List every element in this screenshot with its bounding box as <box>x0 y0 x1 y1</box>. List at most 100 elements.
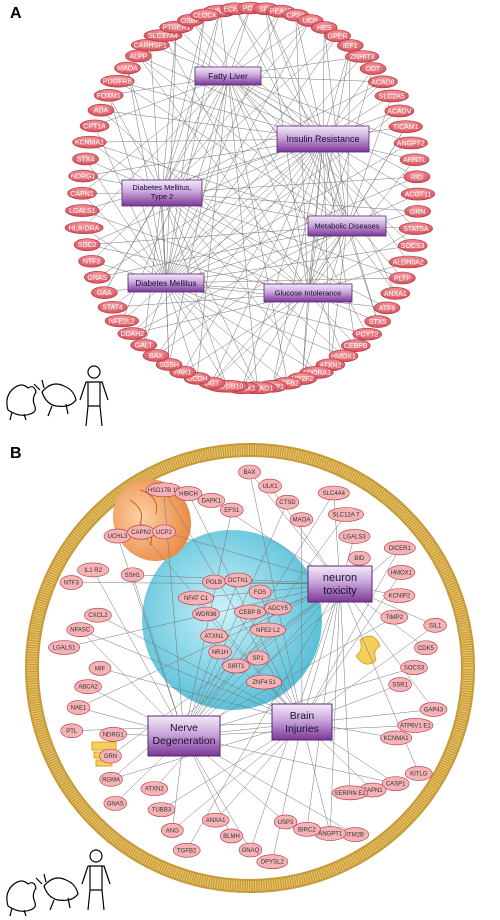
gene-node-foxm1[interactable]: FOXM1 <box>93 88 124 102</box>
gene-node-galt[interactable]: GALT <box>130 338 158 352</box>
gene-node-atp6v1-e1[interactable]: ATP6V1 E1 <box>397 718 434 733</box>
gene-node-ulk1[interactable]: ULK1 <box>258 478 282 494</box>
gene-node-kitlg[interactable]: KITLG <box>404 766 433 781</box>
gene-node-efs1[interactable]: EFS1 <box>220 502 244 518</box>
gene-node-maoa[interactable]: MAOA <box>289 512 314 527</box>
gene-node-gnas[interactable]: GNAS <box>103 796 127 811</box>
gene-node-mif[interactable]: MIF <box>88 661 112 676</box>
gene-node-nfat-c1[interactable]: NFAT C1 <box>178 590 215 606</box>
gene-node-cpt1a[interactable]: CPT1A <box>79 119 110 133</box>
gene-node-hibch[interactable]: HIBCH <box>174 486 203 501</box>
gene-node-cxcl2[interactable]: CXCL2 <box>84 607 112 623</box>
gene-node-arntl[interactable]: ARNTL <box>399 153 430 167</box>
gene-node-serpin-e2[interactable]: SERPIN E2 <box>332 785 369 801</box>
gene-node-ddt[interactable]: DDT <box>359 62 387 75</box>
gene-node-atxn2[interactable]: ATXN2 <box>140 781 169 796</box>
disease-node-diabetes-mellitus-type-2[interactable]: Diabetes Mellitus,Type 2 <box>121 179 203 207</box>
gene-node-ctsd[interactable]: CTSD <box>275 494 300 510</box>
gene-node-nfasc[interactable]: NFASC <box>66 622 95 637</box>
disease-node-fatty-liver[interactable]: Fatty Liver <box>194 66 262 86</box>
disease-node-glucose-intolerance[interactable]: Glucose Intolerance <box>263 283 353 303</box>
gene-node-stat5a[interactable]: STAT5A <box>398 222 433 235</box>
gene-node-ddah2[interactable]: DDAH2 <box>117 327 148 340</box>
gene-node-lgals1[interactable]: LGALS1 <box>65 204 100 217</box>
gene-node-ticam1[interactable]: TICAM1 <box>388 120 423 133</box>
gene-node-nfe2l2[interactable]: NFE2L2 <box>104 314 139 328</box>
gene-node-clock[interactable]: CLOCK <box>190 8 220 22</box>
gene-node-slc12a-7[interactable]: SLC12A 7 <box>327 507 364 522</box>
gene-node-nr1h[interactable]: NR1H <box>208 644 232 660</box>
gene-node-ndrg1[interactable]: NDRG1 <box>99 726 128 742</box>
gene-node-rid[interactable]: RID <box>403 170 431 184</box>
gene-node-anxa1[interactable]: ANXA1 <box>380 287 411 300</box>
gene-node-lgals3[interactable]: LGALS3 <box>338 529 371 544</box>
gene-node-stx4[interactable]: STX4 <box>72 152 99 166</box>
gene-node-gap43[interactable]: GAP43 <box>419 702 448 717</box>
gene-node-slc2a5[interactable]: SLC2A5 <box>374 89 409 103</box>
gene-node-dpysl2[interactable]: DPYSL2 <box>256 854 289 870</box>
gene-node-tubb3[interactable]: TUBB3 <box>147 802 176 817</box>
gene-node-hmox1[interactable]: HMOX1 <box>328 349 359 363</box>
gene-node-acad8[interactable]: ACAD8 <box>368 75 398 89</box>
gene-node-ntf3[interactable]: NTF3 <box>59 575 84 590</box>
gene-node-hmox1[interactable]: HMOX1 <box>387 565 416 580</box>
gene-node-acadv[interactable]: ACADV <box>384 104 415 118</box>
gene-node-hsd17b-10[interactable]: HSD17B 10 <box>145 482 182 498</box>
gene-node-cebpb[interactable]: CEBPB <box>340 339 371 352</box>
gene-node-wdr36[interactable]: WDR36 <box>192 606 220 622</box>
gene-node-fos[interactable]: FOS <box>248 584 272 600</box>
gene-node-ptl[interactable]: PTL <box>60 723 84 739</box>
gene-node-grn[interactable]: GRN <box>404 205 431 218</box>
gene-node-adcy5[interactable]: ADCY5 <box>264 600 292 616</box>
gene-node-timp2[interactable]: TIMP2 <box>380 609 409 625</box>
gene-node-capn1[interactable]: CAPN1 <box>67 186 97 200</box>
gene-node-pdgfrb[interactable]: PDGFRB <box>100 74 135 88</box>
gene-node-kcnma1[interactable]: KCNMA1 <box>72 135 107 149</box>
gene-node-gaa[interactable]: GAA <box>91 286 118 299</box>
gene-node-bax[interactable]: BAX <box>142 349 170 362</box>
gene-node-stx5[interactable]: STX5 <box>364 315 391 328</box>
gene-node-znhit3[interactable]: ZNHIT3 <box>345 50 380 63</box>
gene-node-sil1[interactable]: SIL1 <box>423 617 447 633</box>
gene-node-sgsh[interactable]: SGSH <box>155 358 183 371</box>
gene-node-pltp[interactable]: PLTP <box>389 271 416 285</box>
gene-node-stat4[interactable]: STAT4 <box>97 300 128 314</box>
gene-node-tgfb2[interactable]: TGFB2 <box>172 843 201 858</box>
gene-node-usp3[interactable]: USP3 <box>273 814 298 830</box>
gene-node-dctn1[interactable]: DCTN1 <box>224 572 252 588</box>
gene-node-bid[interactable]: BID <box>348 550 371 566</box>
gene-node-grn[interactable]: GRN <box>99 748 122 764</box>
gene-node-pcyt2[interactable]: PCYT2 <box>352 327 382 341</box>
gene-node-ucp2[interactable]: UCP2 <box>152 524 176 540</box>
gene-node-bax[interactable]: BAX <box>238 464 261 480</box>
gene-node-abca2[interactable]: ABCA2 <box>74 679 102 694</box>
gene-node-birc2[interactable]: BIRC2 <box>293 821 321 837</box>
gene-node-socs3[interactable]: SOCS3 <box>400 660 428 675</box>
gene-node-ief1[interactable]: IEF1 <box>336 39 364 52</box>
gene-node-atf6[interactable]: ATF6 <box>373 301 401 315</box>
gene-node-ndrg1[interactable]: NDRG1 <box>68 169 98 183</box>
gene-node-ada[interactable]: ADA <box>87 103 115 117</box>
gene-node-nae1[interactable]: NAE1 <box>66 700 91 715</box>
disease-node-metabolic-diseases[interactable]: Metabolic Diseases <box>307 215 387 237</box>
gene-node-kcnma1[interactable]: KCNMA1 <box>380 730 413 746</box>
gene-node-dapk1[interactable]: DAPK1 <box>197 493 226 508</box>
gene-node-alpp[interactable]: ALPP <box>125 49 152 63</box>
gene-node-slc4a4[interactable]: SLC4A4 <box>317 485 350 501</box>
gene-node-znf4-51[interactable]: ZNF4 51 <box>246 674 283 690</box>
gene-node-uchl3[interactable]: UCHL3 <box>103 528 132 544</box>
gene-node-polb[interactable]: POLB <box>202 574 226 590</box>
gene-node-aldh3a2[interactable]: ALDH3A2 <box>388 255 428 269</box>
gene-node-cebp-b[interactable]: CEBP B <box>234 604 266 620</box>
gene-node-ssh1[interactable]: SSH1 <box>120 567 145 583</box>
gene-node-casp1[interactable]: CASP1 <box>381 776 410 791</box>
gene-node-blmh[interactable]: BLMH <box>219 828 244 844</box>
gene-node-gnas[interactable]: GNAS <box>84 270 111 284</box>
gene-node-hla-dra[interactable]: HLA-DRA <box>64 221 104 235</box>
disease-node-insulin-resistance[interactable]: Insulin Resistance <box>276 125 370 153</box>
gene-node-lgals1[interactable]: LGALS1 <box>48 640 81 655</box>
gene-node-atxn1[interactable]: ATXN1 <box>200 628 228 644</box>
